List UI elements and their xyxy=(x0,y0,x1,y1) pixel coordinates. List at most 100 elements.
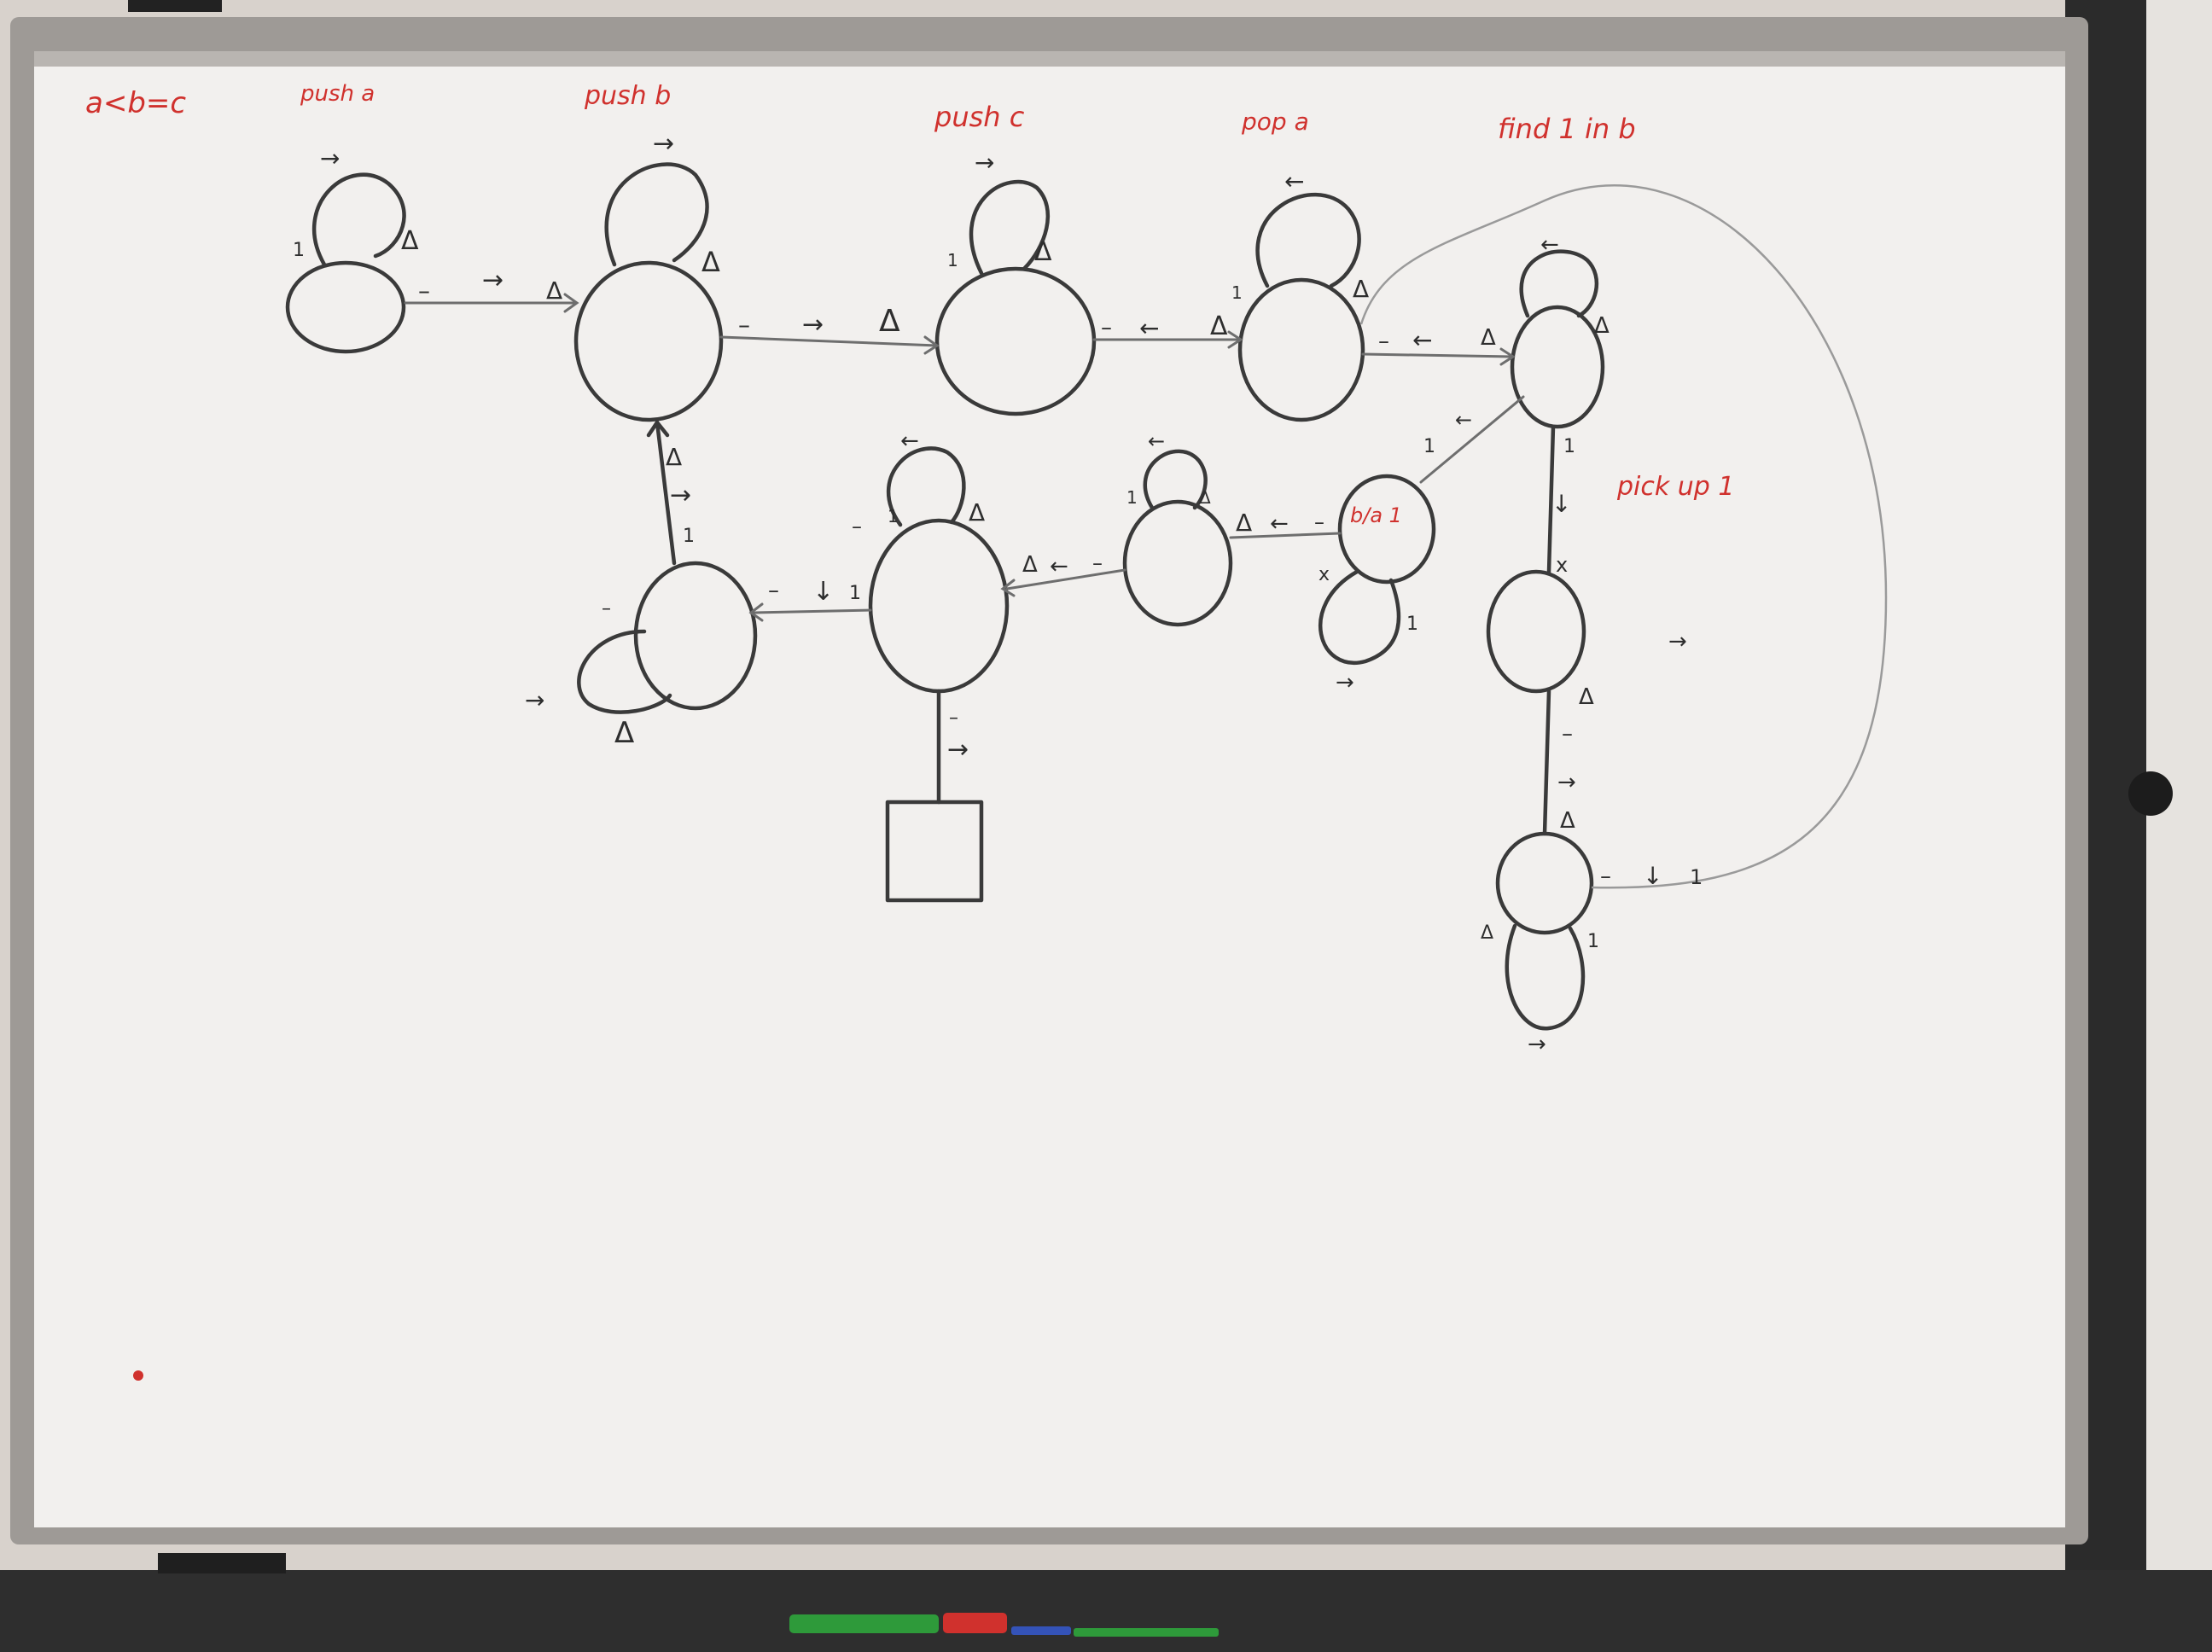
arrowhead-2 xyxy=(923,335,940,355)
arrowhead-7 xyxy=(646,420,670,438)
label-a-loop-one: 1 xyxy=(293,240,305,261)
state-push-a xyxy=(285,260,406,354)
edge-left-to-b xyxy=(655,420,677,566)
state-pop-a xyxy=(1237,277,1365,422)
loop-find-1 xyxy=(1519,249,1599,318)
label-fb-one: 1 xyxy=(1423,436,1435,457)
heading-pick-up-1: pick up 1 xyxy=(1616,472,1734,502)
marker-green-2 xyxy=(1074,1628,1219,1637)
state-find-1 xyxy=(1510,305,1605,429)
label-mm-arrow: ← xyxy=(1050,554,1068,579)
label-left-loop-blank: – xyxy=(602,598,611,620)
marker-blue xyxy=(1011,1626,1071,1635)
label-fp-cross: x xyxy=(1556,553,1568,577)
loop-pop-a xyxy=(1255,192,1361,288)
label-back-blank: – xyxy=(1600,864,1611,889)
label-lb-delta: Δ xyxy=(666,443,682,471)
label-bc-arrow: → xyxy=(802,310,824,340)
label-fp-down: ↓ xyxy=(1551,490,1571,518)
arrowhead-4 xyxy=(1499,347,1516,366)
label-c-loop-delta: Δ xyxy=(1034,237,1052,267)
loop-mid xyxy=(887,446,966,527)
edge-mid-to-left xyxy=(754,608,872,614)
label-ba-loop-arrow: → xyxy=(1336,670,1354,695)
state-left-return xyxy=(633,561,758,711)
edge-ba-to-midright xyxy=(1229,532,1342,539)
marker-green xyxy=(789,1614,939,1633)
heading-push-c: push c xyxy=(934,101,1025,133)
top-clip xyxy=(128,0,222,12)
bottom-clip xyxy=(158,1553,286,1573)
board-top-rail xyxy=(34,51,2065,67)
label-b-loop-delta: Δ xyxy=(701,246,720,278)
heading-pop-a: pop a xyxy=(1241,108,1309,136)
state-mid-right xyxy=(1122,499,1233,627)
label-pop-loop-delta: Δ xyxy=(1353,275,1369,303)
label-bm-arrow: ← xyxy=(1270,511,1289,537)
label-mh-dot: – xyxy=(949,707,958,729)
label-pop-blank-left: 1 xyxy=(1231,282,1243,303)
state-push-c xyxy=(934,266,1097,416)
edge-midright-to-mid xyxy=(1005,568,1126,590)
edge-bottom-back-to-pop xyxy=(1359,183,1888,889)
label-fp-one: 1 xyxy=(1563,436,1575,457)
edge-find-to-pickup xyxy=(1546,424,1556,574)
label-midright-loop-arrow: ← xyxy=(1148,429,1165,453)
red-dot xyxy=(133,1370,143,1381)
label-back-down: ↓ xyxy=(1643,862,1662,890)
label-mm-delta: Δ xyxy=(1022,552,1038,578)
label-a-loop-delta: Δ xyxy=(401,226,419,256)
label-pf-delta: Δ xyxy=(1481,325,1496,351)
label-ba-loop-cross: x xyxy=(1318,564,1330,585)
label-pb-delta-2: Δ xyxy=(1560,808,1575,834)
state-pick-up-1 xyxy=(1486,569,1586,694)
marker-red xyxy=(943,1613,1007,1633)
label-ab-delta: Δ xyxy=(546,276,562,305)
label-lb-arrow: → xyxy=(670,480,691,510)
label-mid-loop-one: 1 xyxy=(888,506,899,526)
edge-pop-to-find xyxy=(1361,352,1514,358)
label-bm-blank: – xyxy=(1314,510,1324,534)
label-ab-blank: – xyxy=(418,276,430,305)
label-find-loop-arrow: ← xyxy=(1540,232,1559,258)
label-cp-arrow: ← xyxy=(1139,314,1159,342)
transition-labels: → 1 Δ – → Δ → Δ – → Δ → Δ – ← Δ ← Δ – ← … xyxy=(293,129,1703,1057)
label-mid-blank-left: – xyxy=(852,515,862,538)
label-mid-loop-delta: Δ xyxy=(969,498,985,526)
label-bc-blank: – xyxy=(738,311,750,339)
label-midright-loop-one: 1 xyxy=(1126,487,1138,508)
label-pb-arrow: → xyxy=(1557,770,1576,795)
label-bottom-loop-one: 1 xyxy=(1587,931,1599,952)
loop-push-b xyxy=(604,162,709,267)
loop-b-a-1 xyxy=(1318,569,1401,666)
label-cp-delta: Δ xyxy=(1210,311,1228,341)
label-ml-one: 1 xyxy=(849,583,861,604)
edge-b-to-c xyxy=(719,335,939,347)
label-ml-down: ↓ xyxy=(812,577,834,607)
heading-find-1-in-b: find 1 in b xyxy=(1498,113,1636,145)
arrowhead-3 xyxy=(1227,330,1243,349)
state-push-b xyxy=(573,260,724,422)
label-pf-blank: – xyxy=(1378,329,1389,354)
label-left-loop-delta: Δ xyxy=(614,716,634,750)
label-find-loop-delta: Δ xyxy=(1594,313,1610,339)
label-pop-loop-arrow: ← xyxy=(1284,167,1304,195)
label-lb-one: 1 xyxy=(683,526,695,547)
stand-knob xyxy=(2128,771,2173,816)
heading-condition: a<b=c xyxy=(85,86,186,120)
label-bm-delta: Δ xyxy=(1236,509,1252,537)
label-bottom-loop-delta: Δ xyxy=(1481,922,1493,944)
heading-push-b: push b xyxy=(584,81,671,111)
label-pb-blank: – xyxy=(1562,721,1573,747)
label-ab-arrow: → xyxy=(482,265,504,295)
arrowhead-1 xyxy=(563,293,579,313)
loop-left-return xyxy=(577,629,672,714)
board-surface xyxy=(34,60,2065,1527)
label-bottom-loop-arrow: → xyxy=(1528,1032,1546,1057)
label-cp-blank: – xyxy=(1101,315,1112,340)
loop-push-c xyxy=(969,179,1051,276)
label-pb-delta: Δ xyxy=(1579,684,1594,710)
label-mh-arrow: → xyxy=(947,735,969,765)
label-b-loop-arrow: → xyxy=(653,129,674,159)
